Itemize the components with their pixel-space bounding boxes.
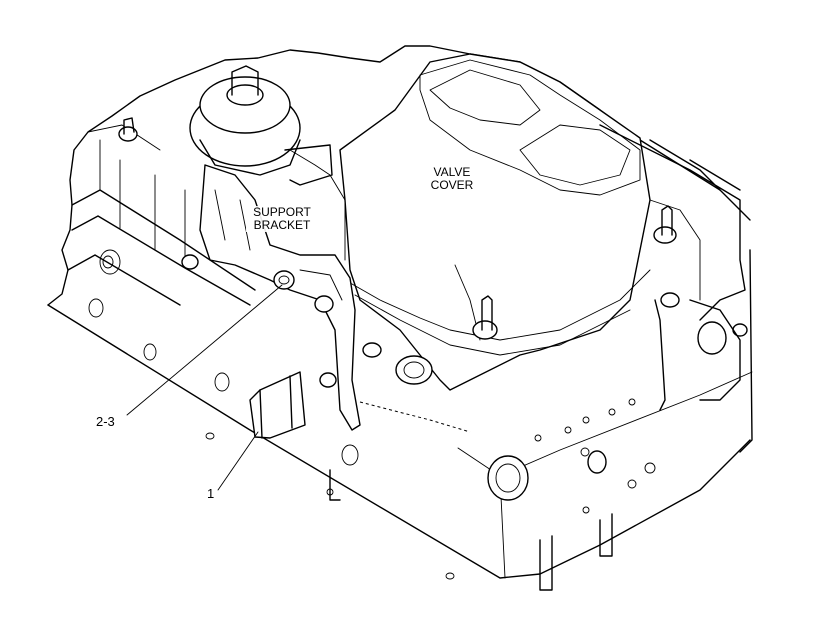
valve-cover-ridge [429,69,631,186]
head-seam [359,401,471,433]
leader-2-3 [126,284,283,416]
support-bracket-label: SUPPORT BRACKET [246,206,318,232]
front-face-holes [395,355,656,514]
mounting-clip [249,371,306,439]
breather-cap [189,65,333,186]
right-rail [599,124,746,321]
bottom-studs [329,469,613,591]
callout-2-3: 2-3 [96,414,115,429]
leader-1 [217,431,259,491]
support-bracket-label-line2: BRACKET [253,218,311,232]
support-bracket-label-line1: SUPPORT [253,205,311,219]
valve-cover-label-line2: COVER [430,178,474,192]
head-left-rail [67,189,256,306]
valve-cover [339,53,651,391]
valve-cover-label-line1: VALVE [433,165,471,179]
block-right-face [739,249,753,453]
valve-cover-bolts [118,117,748,340]
right-boss [697,321,727,355]
bracket-bolts [181,254,382,388]
valve-cover-top-panel [419,59,641,196]
support-bracket [199,164,361,431]
valve-cover-label: VALVE COVER [424,166,480,192]
callout-1: 1 [207,486,215,501]
support-bracket-inner [214,149,346,301]
block-bottom-edge [47,304,751,579]
block-holes-left [88,249,455,580]
head-left-ribs [87,124,186,269]
right-bracket [654,299,741,411]
